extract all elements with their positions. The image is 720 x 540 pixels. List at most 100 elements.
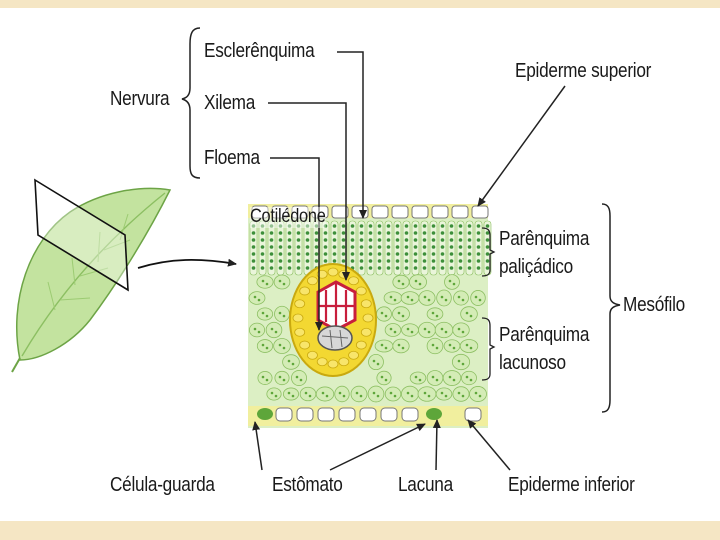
chloroplast: [386, 259, 391, 263]
chloroplast: [395, 238, 400, 242]
chloroplast: [404, 266, 409, 270]
chloroplast: [269, 266, 274, 270]
spongy-cell: [265, 321, 283, 339]
chloroplast: [251, 231, 256, 235]
chloroplast: [404, 252, 409, 256]
chloroplast: [404, 231, 409, 235]
chloroplast: [305, 266, 310, 270]
chloroplast: [449, 252, 454, 256]
chloroplast: [476, 231, 481, 235]
chloroplast: [458, 224, 463, 228]
chloroplast: [287, 359, 291, 363]
chloroplast: [350, 259, 355, 263]
chloroplast: [278, 252, 283, 256]
chloroplast: [440, 224, 445, 228]
chloroplast: [485, 259, 490, 263]
lacunoso-brace: [481, 317, 496, 381]
upper-epidermis-cell: [411, 205, 429, 219]
spongy-cell: [374, 339, 394, 353]
chloroplast: [270, 327, 274, 331]
chloroplast: [395, 231, 400, 235]
spongy-cell: [443, 339, 461, 353]
chloroplast: [485, 238, 490, 242]
chloroplast: [261, 375, 265, 379]
chloroplast: [314, 224, 319, 228]
spongy-cell: [426, 370, 444, 386]
chloroplast: [368, 259, 373, 263]
chloroplast: [287, 224, 292, 228]
sclerenchyma-cell: [338, 269, 350, 279]
chloroplast: [404, 245, 409, 249]
chloroplast: [260, 245, 265, 249]
chloroplast: [427, 394, 431, 398]
sclerenchyma-cell: [299, 340, 311, 350]
label-xilema: Xilema: [204, 92, 256, 114]
chloroplast: [274, 394, 278, 398]
lower-epidermis-cell: [464, 407, 482, 422]
chloroplast: [395, 245, 400, 249]
chloroplast: [404, 224, 409, 228]
upper-epidermis-cell: [451, 205, 469, 219]
chloroplast: [359, 259, 364, 263]
spongy-cell: [459, 339, 479, 353]
chloroplast: [431, 245, 436, 249]
chloroplast: [431, 343, 435, 347]
chloroplast: [444, 298, 448, 302]
sclerenchyma-cell: [348, 276, 359, 286]
spongy-cell: [273, 338, 291, 354]
spongy-cell: [392, 306, 410, 322]
chloroplast: [431, 259, 436, 263]
sclerenchyma-cell: [292, 313, 304, 323]
chloroplast: [478, 394, 482, 398]
chloroplast: [323, 231, 328, 235]
chloroplast: [458, 259, 463, 263]
leader-estomato: [329, 423, 426, 471]
chloroplast: [260, 238, 265, 242]
label-floema: Floema: [204, 147, 260, 169]
label-lacuna: Lacuna: [398, 474, 453, 496]
chloroplast: [305, 238, 310, 242]
chloroplast: [389, 391, 393, 395]
chloroplast: [359, 252, 364, 256]
cross-section: [248, 204, 492, 428]
chloroplast: [467, 238, 472, 242]
spongy-cell: [417, 386, 437, 402]
chloroplast: [287, 259, 292, 263]
spongy-cell: [392, 338, 410, 354]
chloroplast: [465, 343, 469, 347]
spongy-cell: [350, 385, 368, 403]
chloroplast: [449, 231, 454, 235]
spongy-cell: [384, 323, 402, 337]
spongy-cell: [384, 386, 402, 402]
chloroplast: [458, 231, 463, 235]
chloroplast: [278, 238, 283, 242]
chloroplast: [350, 224, 355, 228]
spongy-parenchyma: [248, 274, 487, 403]
chloroplast: [287, 391, 291, 395]
chloroplast: [469, 314, 473, 318]
chloroplast: [323, 238, 328, 242]
chloroplast: [278, 259, 283, 263]
chloroplast: [376, 362, 380, 366]
chloroplast: [469, 346, 473, 350]
chloroplast: [427, 330, 431, 334]
chloroplast: [458, 266, 463, 270]
chloroplast: [282, 314, 286, 318]
chloroplast: [467, 231, 472, 235]
chloroplast: [422, 231, 427, 235]
chloroplast: [452, 378, 456, 382]
chloroplast: [323, 252, 328, 256]
chloroplast: [287, 231, 292, 235]
spongy-cell: [282, 354, 300, 370]
chloroplast: [260, 266, 265, 270]
chloroplast: [410, 298, 414, 302]
chloroplast: [296, 259, 301, 263]
chloroplast: [395, 259, 400, 263]
chloroplast: [260, 252, 265, 256]
zoom-arrow: [137, 258, 237, 269]
chloroplast: [431, 311, 435, 315]
spongy-cell: [400, 291, 420, 305]
chloroplast: [265, 314, 269, 318]
lower-epidermis-cell: [380, 407, 398, 422]
